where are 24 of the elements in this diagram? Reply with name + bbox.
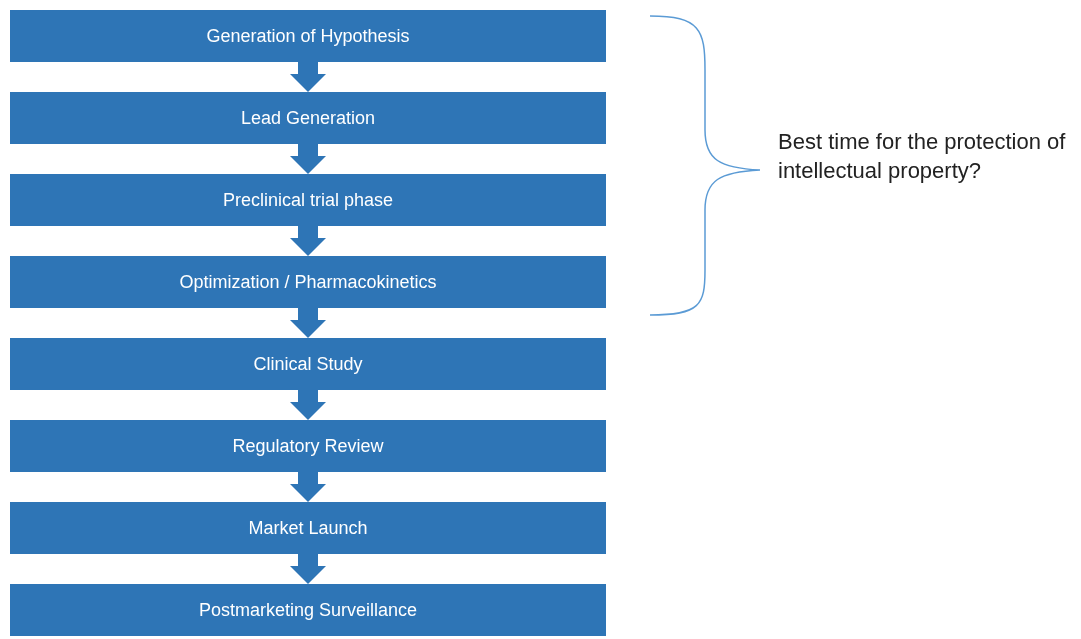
- annotation-text: Best time for the protection of intellectual property?: [778, 128, 1067, 185]
- step-label: Optimization / Pharmacokinetics: [179, 271, 437, 293]
- step-label: Postmarketing Surveillance: [198, 599, 418, 621]
- arrow: [290, 390, 326, 420]
- arrow: [290, 62, 326, 92]
- process-box: [10, 174, 606, 226]
- process-box: [10, 10, 606, 62]
- step-label: Lead Generation: [240, 107, 376, 129]
- arrow: [290, 308, 326, 338]
- process-box: [10, 584, 606, 636]
- arrow: [290, 554, 326, 584]
- process-box: [10, 502, 606, 554]
- step-label: Preclinical trial phase: [222, 189, 394, 211]
- arrow: [290, 226, 326, 256]
- process-box: [10, 256, 606, 308]
- step-label: Regulatory Review: [232, 435, 384, 457]
- process-box: [10, 420, 606, 472]
- arrow: [290, 472, 326, 502]
- step-label: Clinical Study: [253, 353, 363, 375]
- process-box: [10, 338, 606, 390]
- step-label: Market Launch: [248, 517, 368, 539]
- process-box: [10, 92, 606, 144]
- arrow: [290, 144, 326, 174]
- step-label: Generation of Hypothesis: [206, 25, 410, 47]
